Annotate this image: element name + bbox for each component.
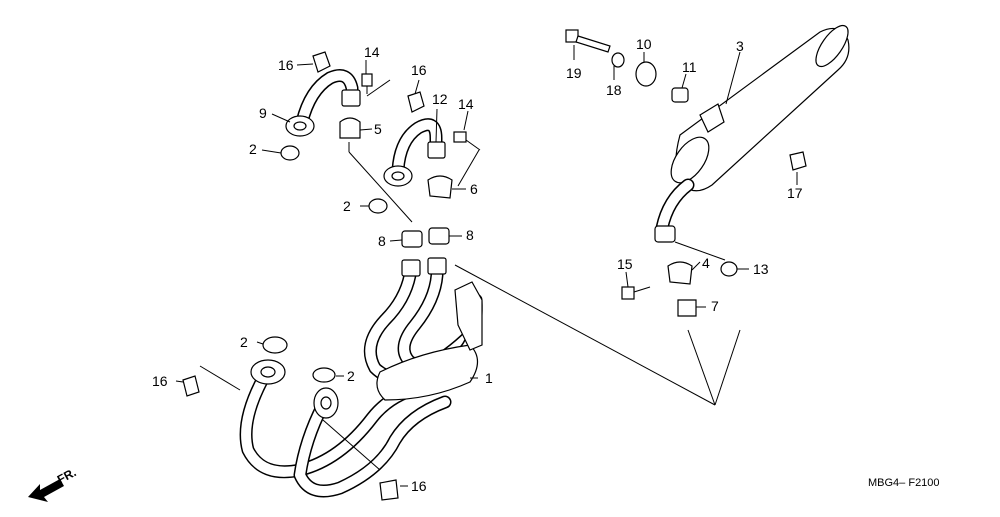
- exhaust-pipe-assembly: [239, 257, 483, 498]
- callout-18: 18: [606, 82, 622, 98]
- callout-8: 8: [466, 227, 474, 243]
- callout-2: 2: [240, 334, 248, 350]
- callout-14: 14: [458, 96, 474, 112]
- callout-13: 13: [753, 261, 769, 277]
- callout-5: 5: [374, 121, 382, 137]
- callout-2: 2: [347, 368, 355, 384]
- front-direction-indicator: FR.: [28, 465, 78, 502]
- callout-19: 19: [566, 65, 582, 81]
- callout-14: 14: [364, 44, 380, 60]
- diagram-code: MBG4– F2100: [868, 477, 940, 489]
- small-parts: [182, 29, 807, 501]
- front-arrow-icon: [28, 479, 64, 502]
- callout-16: 16: [152, 373, 168, 389]
- callout-10: 10: [636, 36, 652, 52]
- leader-lines: [175, 45, 798, 487]
- callout-2: 2: [343, 198, 351, 214]
- callout-16: 16: [411, 478, 427, 494]
- callout-3: 3: [736, 38, 744, 54]
- callout-9: 9: [259, 105, 267, 121]
- callout-16: 16: [411, 62, 427, 78]
- joint-pipe-9: [285, 69, 361, 137]
- joint-pipe-12: [383, 118, 446, 187]
- callout-11: 11: [682, 59, 697, 75]
- callout-7: 7: [711, 298, 719, 314]
- callout-4: 4: [702, 255, 710, 271]
- callout-1: 1: [485, 370, 493, 386]
- callout-15: 15: [617, 256, 633, 272]
- callout-6: 6: [470, 181, 478, 197]
- callout-2: 2: [249, 141, 257, 157]
- callout-12: 12: [432, 91, 448, 107]
- callout-8: 8: [378, 233, 386, 249]
- callout-16: 16: [278, 57, 294, 73]
- callout-17: 17: [787, 185, 803, 201]
- muffler: [654, 24, 850, 243]
- callout-labels: 16 14 16 12 14 9 5 2 2 6 8 8 2 2 1 16 16…: [152, 36, 803, 494]
